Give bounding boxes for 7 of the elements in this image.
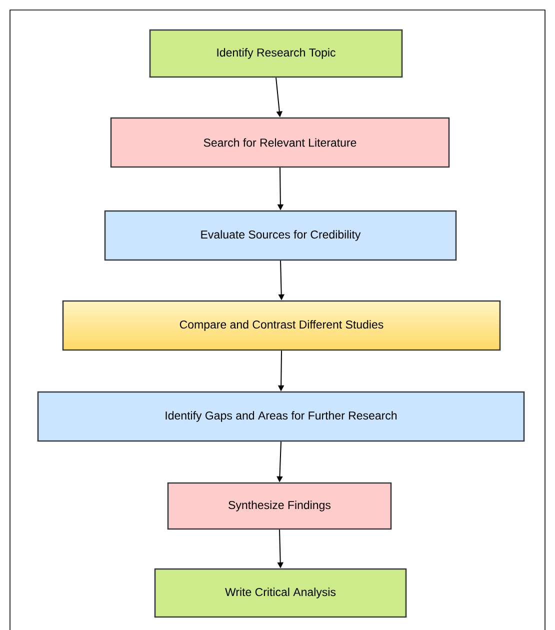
process-box: Identify Gaps and Areas for Further Research <box>37 391 525 442</box>
process-box: Compare and Contrast Different Studies <box>62 300 501 351</box>
process-box: Search for Relevant Literature <box>110 117 450 168</box>
process-box: Synthesize Findings <box>167 482 392 530</box>
process-box: Evaluate Sources for Credibility <box>104 210 457 261</box>
process-box: Write Critical Analysis <box>154 568 407 618</box>
process-box: Identify Research Topic <box>149 29 403 78</box>
